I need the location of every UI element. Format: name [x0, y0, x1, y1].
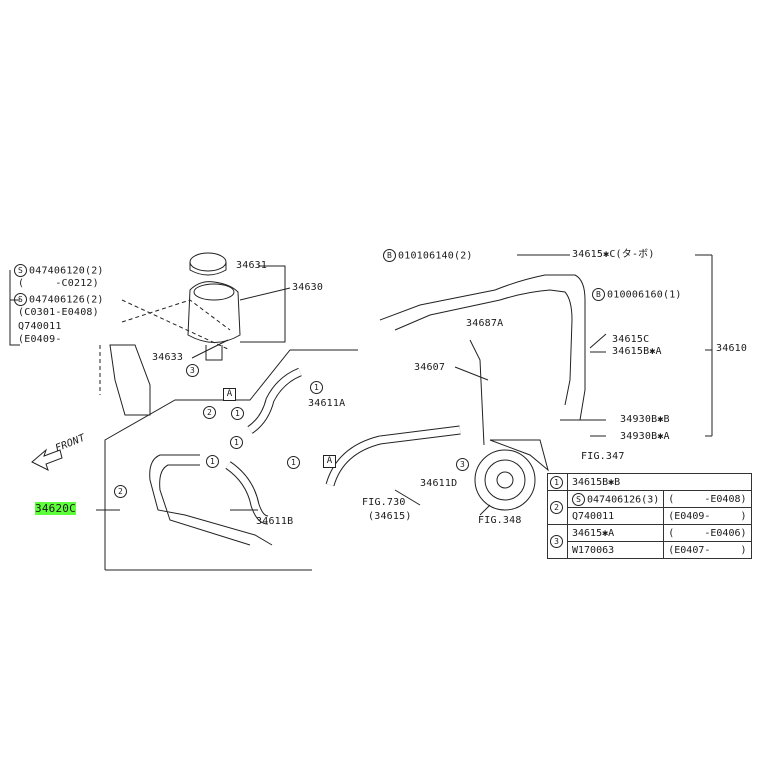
- label-34615C: 34615C: [612, 334, 650, 345]
- legend-row: 1 34615B✱B: [547, 473, 752, 491]
- callout-2: 2: [203, 406, 218, 420]
- pressure-pipe: [379, 274, 586, 446]
- s-circle-icon: S: [572, 492, 585, 506]
- callout-1: 1: [310, 381, 325, 395]
- label-34687A: 34687A: [466, 318, 504, 329]
- fig347-ref: FIG.347: [581, 451, 625, 462]
- front-arrow: [31, 448, 63, 471]
- ref-box-a: A: [323, 455, 336, 468]
- s-circle-icon: S: [14, 264, 27, 277]
- label-34611B: 34611B: [256, 516, 294, 527]
- legend-row: 3 34615✱A ( -E0406): [547, 524, 752, 559]
- s-circle-icon: S: [14, 293, 27, 306]
- label-34620C: 34620C: [35, 502, 76, 515]
- code-s1-range: ( -C0212): [18, 278, 99, 289]
- callout-2: 2: [114, 485, 129, 499]
- fig348-ref: FIG.348: [478, 515, 522, 526]
- code-q: Q740011: [18, 321, 62, 332]
- label-34930BA: 34930B✱A: [620, 431, 670, 442]
- code-s2-range: (C0301-E0408): [18, 307, 99, 318]
- leader: [240, 265, 286, 343]
- label-34633: 34633: [152, 352, 184, 363]
- label-34930BB: 34930B✱B: [620, 414, 670, 425]
- label-34615C-turbo: 34615✱C(タ-ボ): [572, 249, 655, 260]
- leader-dashed: [121, 299, 231, 351]
- label-34615BA: 34615B✱A: [612, 346, 662, 357]
- legend-row: W170063 (E0407- ): [548, 541, 752, 559]
- label-34631: 34631: [236, 260, 268, 271]
- label-34611D: 34611D: [420, 478, 458, 489]
- legend-row: Q740011 (E0409- ): [548, 507, 752, 525]
- pipe-34620C: [149, 454, 273, 546]
- bracket-shape: [109, 344, 151, 416]
- label-34610: 34610: [716, 343, 748, 354]
- fig730-sub: (34615): [368, 511, 412, 522]
- callout-1: 1: [206, 455, 221, 469]
- code-q-range: (E0409-: [18, 334, 62, 345]
- fig730-ref: FIG.730: [362, 497, 406, 508]
- label-34630: 34630: [292, 282, 324, 293]
- b-circle-icon: B: [592, 288, 605, 301]
- callout-3: 3: [456, 458, 471, 472]
- label-34611A: 34611A: [308, 398, 346, 409]
- reservoir-shape: [187, 281, 241, 343]
- subassembly-frame: [104, 349, 358, 571]
- callout-3: 3: [186, 364, 201, 378]
- callout-1: 1: [230, 436, 245, 450]
- callout-1: 1: [231, 407, 246, 421]
- ref-box-a: A: [223, 388, 236, 401]
- pump-pulley: [474, 449, 536, 511]
- callout-1: 1: [287, 456, 302, 470]
- leader-34610: [695, 254, 713, 437]
- b-circle-icon: B: [383, 249, 396, 262]
- reservoir-cap-shape: [189, 252, 227, 272]
- label-34607: 34607: [414, 362, 446, 373]
